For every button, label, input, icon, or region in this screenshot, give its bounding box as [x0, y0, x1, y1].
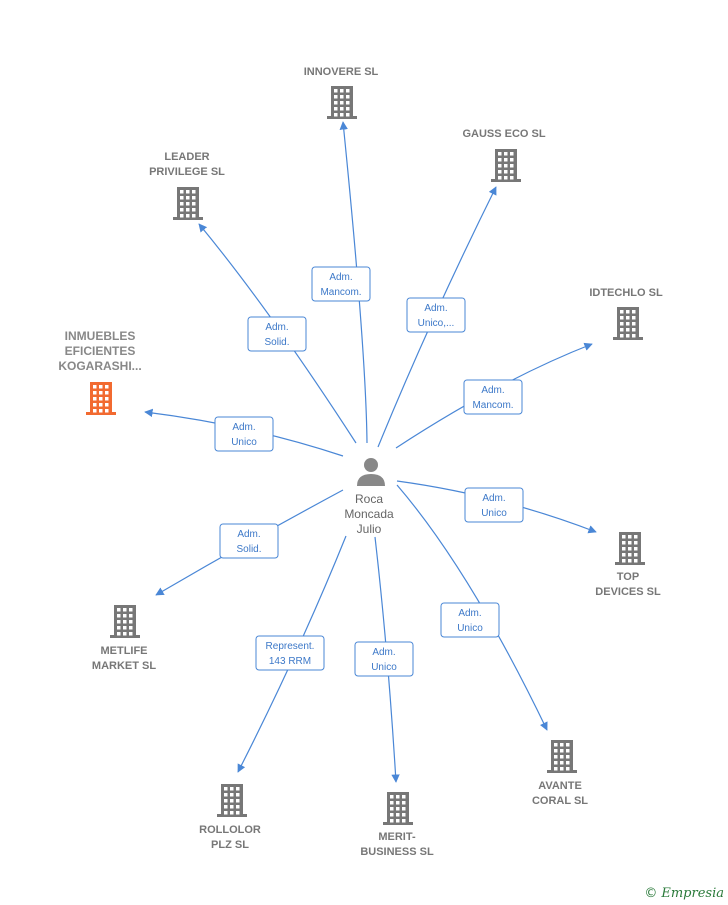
- edge-leader: Adm. Solid.: [198, 223, 357, 444]
- edge-label-leader[interactable]: Adm. Solid.: [247, 316, 307, 352]
- edge-line: [396, 484, 548, 731]
- edge-label-line: Unico: [481, 508, 507, 519]
- edge-label-box: [214, 416, 274, 452]
- node-label-line: DEVICES SL: [595, 586, 661, 598]
- building-icon: [613, 307, 643, 340]
- edge-label-line: Mancom.: [472, 400, 513, 411]
- edge-label-line: Adm.: [265, 322, 288, 333]
- edge-label-innovere[interactable]: Adm. Mancom.: [311, 266, 371, 302]
- building-icon: [217, 784, 247, 817]
- node-label-line: BUSINESS SL: [360, 846, 434, 858]
- node-label-line: AVANTE: [538, 780, 582, 792]
- edge-rollolor: Represent. 143 RRM: [237, 535, 347, 773]
- edge-label-idtechlo[interactable]: Adm. Mancom.: [463, 379, 523, 415]
- edge-label-box: [311, 266, 371, 302]
- edge-label-box: [406, 297, 466, 333]
- node-top[interactable]: TOP DEVICES SL: [595, 532, 661, 598]
- node-avante[interactable]: AVANTE CORAL SL: [532, 740, 588, 807]
- edge-label-line: Adm.: [458, 608, 481, 619]
- node-label-line: LEADER: [164, 151, 209, 163]
- edge-label-box: [440, 602, 500, 638]
- node-merit[interactable]: MERIT- BUSINESS SL: [360, 792, 434, 858]
- edge-label-line: Adm.: [481, 385, 504, 396]
- node-label-line: KOGARASHI...: [58, 359, 141, 373]
- edge-label-line: Adm.: [329, 272, 352, 283]
- node-leader[interactable]: LEADER PRIVILEGE SL: [149, 151, 225, 220]
- edge-inmuebles: Adm. Unico: [144, 408, 344, 457]
- edge-label-inmuebles[interactable]: Adm. Unico: [214, 416, 274, 452]
- center-label-line-0: Roca: [355, 492, 383, 506]
- node-metlife[interactable]: METLIFE MARKET SL: [92, 605, 156, 672]
- node-label-line: PRIVILEGE SL: [149, 166, 225, 178]
- node-label-line: IDTECHLO SL: [589, 287, 663, 299]
- edge-label-box: [354, 641, 414, 677]
- person-icon: [357, 458, 385, 486]
- node-label-line: PLZ SL: [211, 839, 249, 851]
- edge-label-line: Adm.: [482, 493, 505, 504]
- edge-label-rollolor[interactable]: Represent. 143 RRM: [255, 635, 325, 671]
- building-icon: [615, 532, 645, 565]
- node-label-line: GAUSS ECO SL: [462, 128, 545, 140]
- edge-label-merit[interactable]: Adm. Unico: [354, 641, 414, 677]
- footer-brand: ©Empresia: [644, 886, 724, 901]
- center-label-line-1: Moncada: [344, 507, 394, 521]
- building-icon: [547, 740, 577, 773]
- node-label-line: ROLLOLOR: [199, 824, 261, 836]
- building-icon: [491, 149, 521, 182]
- edge-metlife: Adm. Solid.: [155, 489, 344, 596]
- edge-top: Adm. Unico: [396, 480, 597, 534]
- edge-label-line: Adm.: [372, 647, 395, 658]
- edge-label-box: [255, 635, 325, 671]
- edge-label-line: Unico: [371, 662, 397, 673]
- edge-innovere: Adm. Mancom.: [311, 121, 371, 444]
- edge-label-line: Mancom.: [320, 287, 361, 298]
- node-gauss[interactable]: GAUSS ECO SL: [462, 128, 546, 182]
- node-label-line: EFICIENTES: [65, 344, 136, 358]
- edge-label-line: Adm.: [232, 422, 255, 433]
- edge-label-line: Adm.: [424, 303, 447, 314]
- building-icon: [86, 382, 116, 415]
- edge-label-gauss[interactable]: Adm. Unico,...: [406, 297, 466, 333]
- edge-label-box: [219, 523, 279, 559]
- node-label-line: INMUEBLES: [65, 329, 136, 343]
- node-inmuebles[interactable]: INMUEBLESEFICIENTESKOGARASHI...: [58, 329, 142, 415]
- edge-label-line: Solid.: [236, 544, 261, 555]
- center-person[interactable]: Roca Moncada Julio: [344, 458, 394, 536]
- node-label-line: TOP: [617, 571, 639, 583]
- edge-label-box: [464, 487, 524, 523]
- edge-label-line: Represent.: [266, 641, 315, 652]
- edge-idtechlo: Adm. Mancom.: [395, 342, 593, 449]
- edge-label-box: [247, 316, 307, 352]
- edge-label-box: [463, 379, 523, 415]
- node-label-line: INNOVERE SL: [304, 66, 379, 78]
- node-label-line: CORAL SL: [532, 795, 588, 807]
- edge-label-line: 143 RRM: [269, 656, 311, 667]
- edge-avante: Adm. Unico: [396, 484, 548, 731]
- edge-label-line: Solid.: [264, 337, 289, 348]
- edge-label-metlife[interactable]: Adm. Solid.: [219, 523, 279, 559]
- node-label-line: MERIT-: [378, 831, 416, 843]
- building-icon: [327, 86, 357, 119]
- edge-label-top[interactable]: Adm. Unico: [464, 487, 524, 523]
- node-innovere[interactable]: INNOVERE SL: [304, 66, 379, 119]
- edge-gauss: Adm. Unico,...: [377, 186, 497, 448]
- edge-label-avante[interactable]: Adm. Unico: [440, 602, 500, 638]
- building-icon: [110, 605, 140, 638]
- node-idtechlo[interactable]: IDTECHLO SL: [589, 287, 663, 340]
- node-rollolor[interactable]: ROLLOLOR PLZ SL: [199, 784, 261, 851]
- edge-label-line: Adm.: [237, 529, 260, 540]
- node-label-line: MARKET SL: [92, 660, 156, 672]
- edge-label-line: Unico: [457, 623, 483, 634]
- edge-merit: Adm. Unico: [354, 536, 414, 783]
- edge-label-line: Unico,...: [418, 318, 455, 329]
- edge-label-line: Unico: [231, 437, 257, 448]
- building-icon: [383, 792, 413, 825]
- copyright-icon: ©: [644, 886, 658, 901]
- center-label-line-2: Julio: [357, 522, 382, 536]
- edge-line: [339, 121, 368, 444]
- node-label-line: METLIFE: [100, 645, 147, 657]
- building-icon: [173, 187, 203, 220]
- brand-name: Empresia: [661, 886, 724, 901]
